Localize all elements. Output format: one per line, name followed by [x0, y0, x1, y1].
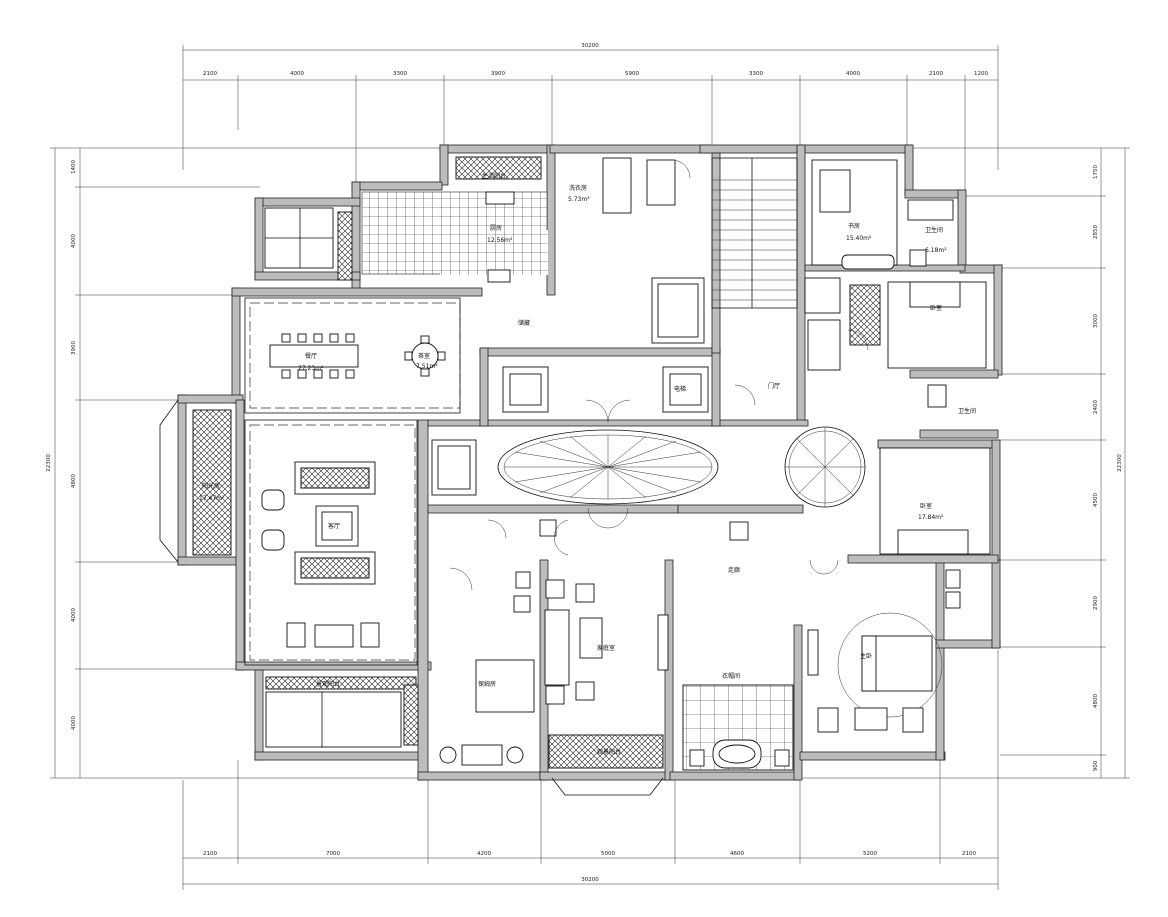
- dim-left-5: 4000: [71, 608, 77, 622]
- label-kitchen-area: 12.56m²: [487, 237, 513, 244]
- dim-top-2: 4000: [290, 71, 304, 77]
- dim-top-6: 3300: [749, 71, 763, 77]
- label-dining-area: 27.23m²: [298, 365, 324, 372]
- dim-top-7: 4000: [846, 71, 860, 77]
- dim-right-3: 3000: [1093, 314, 1099, 328]
- dim-top-1: 2100: [203, 71, 217, 77]
- label-lobby: 门厅: [768, 382, 780, 390]
- doors: [449, 159, 869, 591]
- label-laundry: 洗衣房: [569, 184, 587, 192]
- label-study-area: 15.40m²: [846, 235, 872, 242]
- dim-bottom-7: 2100: [962, 851, 976, 857]
- label-toilet-b: 卫生间: [958, 407, 976, 415]
- dim-top-4: 3900: [491, 71, 505, 77]
- dim-total-bottom: 30200: [581, 877, 599, 883]
- dim-left-4: 4800: [71, 474, 77, 488]
- label-nanny: 保姆房: [478, 680, 496, 688]
- dim-left-3: 3900: [71, 341, 77, 355]
- label-bedroom-b-area: 17.84m²: [918, 514, 944, 521]
- dim-top-3: 3300: [393, 71, 407, 77]
- dim-right-4: 2400: [1093, 400, 1099, 414]
- label-toilet-area: 6.18m²: [925, 247, 947, 254]
- dim-bottom-6: 5200: [863, 851, 877, 857]
- label-family: 家庭室: [597, 644, 615, 652]
- label-laundry-area: 5.73m²: [568, 196, 590, 203]
- floor-patterns: [192, 156, 794, 771]
- label-bedroom-b: 卧室: [920, 502, 932, 510]
- label-sunroom-area: 17.47m²: [199, 495, 225, 502]
- label-corridor: 走廊: [728, 566, 740, 574]
- dim-right-7: 4800: [1093, 694, 1099, 708]
- oval-staircase: [497, 429, 719, 505]
- ceiling-outlines: [244, 297, 461, 666]
- label-dressing: 衣帽间: [722, 672, 740, 680]
- label-elevator: 电梯: [674, 385, 686, 393]
- dim-bottom-4: 5000: [601, 851, 615, 857]
- dim-right-8: 900: [1093, 760, 1099, 771]
- dim-total-left: 22300: [46, 454, 52, 472]
- label-balcony-top: 生活阳台: [482, 172, 506, 180]
- label-balcony-bottom: 景观阳台: [316, 680, 340, 688]
- room-labels: 餐厅 27.23m² 茶室 7.51m² 厨房 12.56m² 生活阳台 洗衣房…: [199, 172, 976, 756]
- dim-total-right: 22300: [1117, 454, 1123, 472]
- label-toilet-top: 卫生间: [925, 226, 943, 234]
- dimension-lines: [50, 45, 1130, 890]
- label-study: 书房: [848, 222, 860, 230]
- dim-top-9: 1200: [974, 71, 988, 77]
- dim-right-6: 2900: [1093, 596, 1099, 610]
- label-storage: 储藏: [518, 319, 530, 327]
- label-kitchen: 厨房: [490, 224, 502, 232]
- label-sunroom: 阳光房: [202, 482, 220, 490]
- dim-left-6: 4000: [71, 716, 77, 730]
- label-balcony-green: 观景阳台: [597, 748, 621, 756]
- bay-window: [551, 777, 664, 796]
- dimension-labels: 30200 2100 4000 3300 3900 5900 3300 4000…: [46, 43, 1123, 883]
- dim-top-5: 5900: [625, 71, 639, 77]
- dim-right-5: 4500: [1093, 493, 1099, 507]
- dim-bottom-2: 7000: [326, 851, 340, 857]
- dim-right-2: 2850: [1093, 225, 1099, 239]
- spiral-staircase: [784, 426, 866, 508]
- dim-left-2: 4000: [71, 234, 77, 248]
- label-dining: 餐厅: [305, 352, 317, 360]
- label-living: 客厅: [328, 522, 340, 530]
- label-tea-area: 7.51m²: [416, 363, 438, 370]
- dim-bottom-1: 2100: [203, 851, 217, 857]
- straight-stairs: [711, 157, 798, 309]
- dim-total-top: 30200: [581, 43, 599, 49]
- label-tea-room: 茶室: [418, 352, 430, 360]
- dim-left-1: 1400: [71, 160, 77, 174]
- label-master: 主卧: [860, 652, 872, 660]
- dim-top-8: 2100: [929, 71, 943, 77]
- dim-bottom-5: 4600: [730, 851, 744, 857]
- label-bedroom-a: 卧室: [930, 304, 942, 312]
- dim-right-1: 1750: [1093, 165, 1099, 179]
- dim-bottom-3: 4200: [477, 851, 491, 857]
- furniture: [159, 157, 991, 769]
